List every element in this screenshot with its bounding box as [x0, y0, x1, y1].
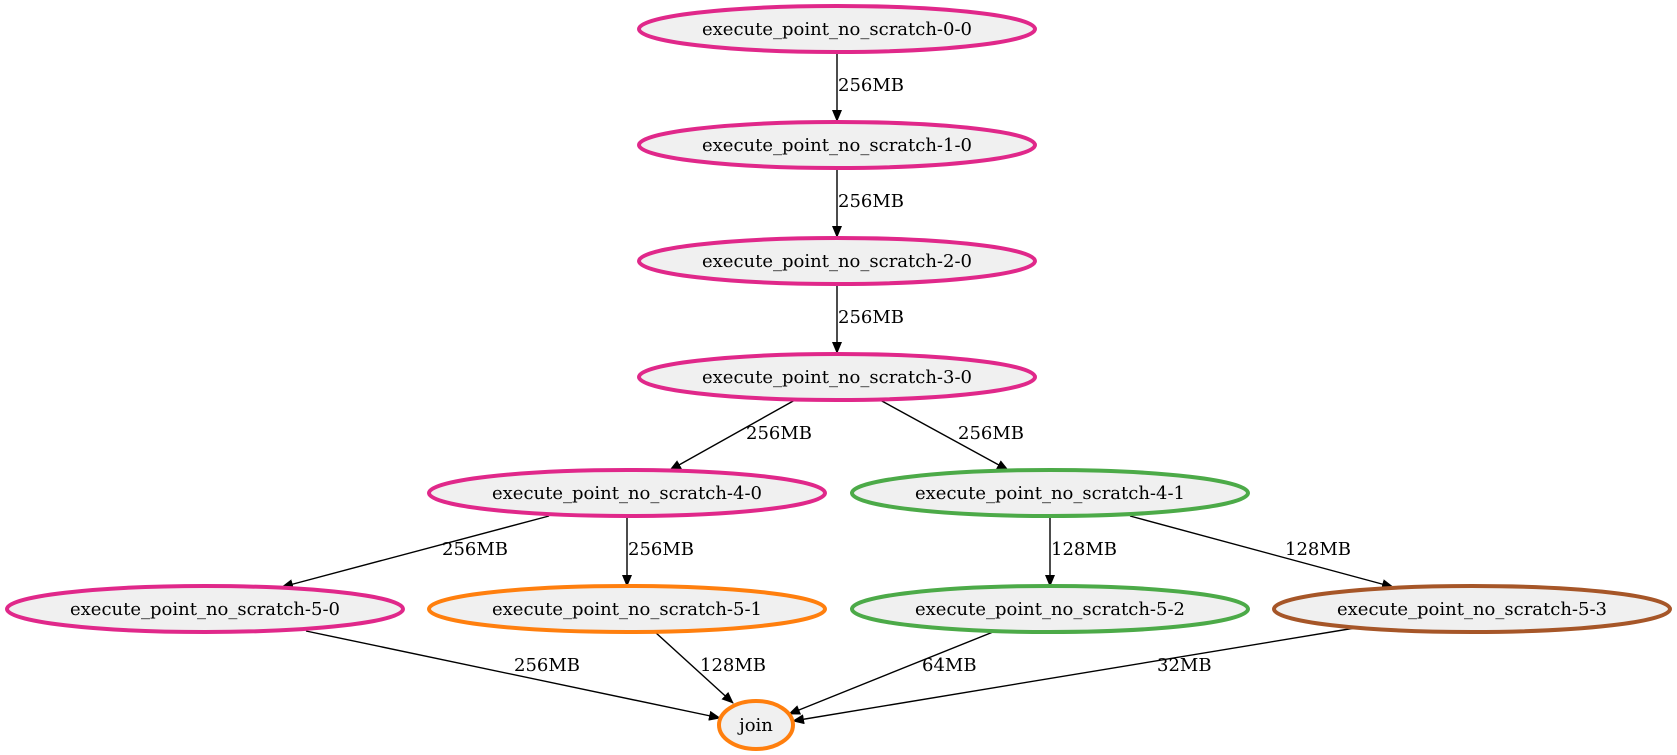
edge-label: 32MB — [1157, 655, 1212, 676]
node-n41[interactable]: execute_point_no_scratch-4-1 — [850, 468, 1250, 518]
node-label: execute_point_no_scratch-2-0 — [702, 251, 972, 272]
node-ellipse[interactable] — [637, 4, 1037, 54]
node-label: execute_point_no_scratch-3-0 — [702, 367, 972, 388]
edge-arrow — [788, 631, 994, 715]
edge-n2-to-n3: 256MB — [832, 284, 904, 354]
edge-arrow — [792, 627, 1356, 725]
edge-n50-to-join: 256MB — [305, 630, 721, 721]
edge-arrow — [879, 399, 1009, 471]
node-ellipse[interactable] — [717, 699, 795, 751]
edge-n52-to-join: 64MB — [788, 631, 994, 715]
edge-n41-to-n52: 128MB — [1045, 516, 1117, 587]
node-label: execute_point_no_scratch-1-0 — [702, 135, 972, 156]
node-ellipse[interactable] — [637, 120, 1037, 170]
node-ellipse[interactable] — [637, 236, 1037, 286]
edge-arrow — [1129, 515, 1394, 589]
node-join[interactable]: join — [717, 699, 795, 751]
edge-n41-to-n53: 128MB — [1129, 515, 1394, 589]
edge-arrow — [305, 630, 721, 721]
edge-label: 256MB — [838, 75, 904, 96]
edge-label: 128MB — [1051, 539, 1117, 560]
edge-label: 256MB — [628, 539, 694, 560]
node-label: execute_point_no_scratch-5-0 — [70, 599, 340, 620]
edge-label: 128MB — [1285, 539, 1351, 560]
node-n2[interactable]: execute_point_no_scratch-2-0 — [637, 236, 1037, 286]
edge-label: 256MB — [442, 539, 508, 560]
node-n3[interactable]: execute_point_no_scratch-3-0 — [637, 352, 1037, 402]
edge-label: 256MB — [838, 191, 904, 212]
node-ellipse[interactable] — [5, 584, 405, 634]
node-n0[interactable]: execute_point_no_scratch-0-0 — [637, 4, 1037, 54]
node-n40[interactable]: execute_point_no_scratch-4-0 — [427, 468, 827, 518]
edge-label: 64MB — [922, 655, 977, 676]
edge-label: 256MB — [746, 423, 812, 444]
node-label: execute_point_no_scratch-4-0 — [492, 483, 762, 504]
edges-layer: 256MB 256MB 256MB 256MB 256MB 256MB 256MB 128MB… — [281, 52, 1394, 725]
edge-label: 256MB — [958, 423, 1024, 444]
edge-n0-to-n1: 256MB — [832, 52, 904, 122]
edge-label: 256MB — [514, 655, 580, 676]
node-label: join — [737, 715, 773, 736]
node-ellipse[interactable] — [1272, 584, 1672, 634]
nodes-layer: execute_point_no_scratch-0-0 execute_poin… — [5, 4, 1672, 751]
edge-n40-to-n50: 256MB — [281, 515, 550, 590]
node-ellipse[interactable] — [850, 584, 1250, 634]
node-label: execute_point_no_scratch-4-1 — [915, 483, 1185, 504]
edge-arrow — [669, 399, 796, 471]
edge-n3-to-n40: 256MB — [669, 399, 812, 471]
edge-n51-to-join: 128MB — [654, 631, 766, 704]
edge-n1-to-n2: 256MB — [832, 168, 904, 238]
node-n50[interactable]: execute_point_no_scratch-5-0 — [5, 584, 405, 634]
node-ellipse[interactable] — [850, 468, 1250, 518]
edge-arrow — [654, 631, 734, 704]
edge-label: 128MB — [700, 655, 766, 676]
node-label: execute_point_no_scratch-5-2 — [915, 599, 1185, 620]
node-n52[interactable]: execute_point_no_scratch-5-2 — [850, 584, 1250, 634]
node-label: execute_point_no_scratch-5-1 — [492, 599, 762, 620]
node-n51[interactable]: execute_point_no_scratch-5-1 — [427, 584, 827, 634]
node-label: execute_point_no_scratch-0-0 — [702, 19, 972, 40]
node-ellipse[interactable] — [637, 352, 1037, 402]
node-ellipse[interactable] — [427, 584, 827, 634]
edge-n3-to-n41: 256MB — [879, 399, 1024, 471]
edge-arrow — [281, 515, 550, 590]
edge-label: 256MB — [838, 307, 904, 328]
node-ellipse[interactable] — [427, 468, 827, 518]
edge-n53-to-join: 32MB — [792, 627, 1356, 725]
node-n53[interactable]: execute_point_no_scratch-5-3 — [1272, 584, 1672, 634]
edge-n40-to-n51: 256MB — [622, 516, 694, 587]
node-label: execute_point_no_scratch-5-3 — [1337, 599, 1607, 620]
node-n1[interactable]: execute_point_no_scratch-1-0 — [637, 120, 1037, 170]
